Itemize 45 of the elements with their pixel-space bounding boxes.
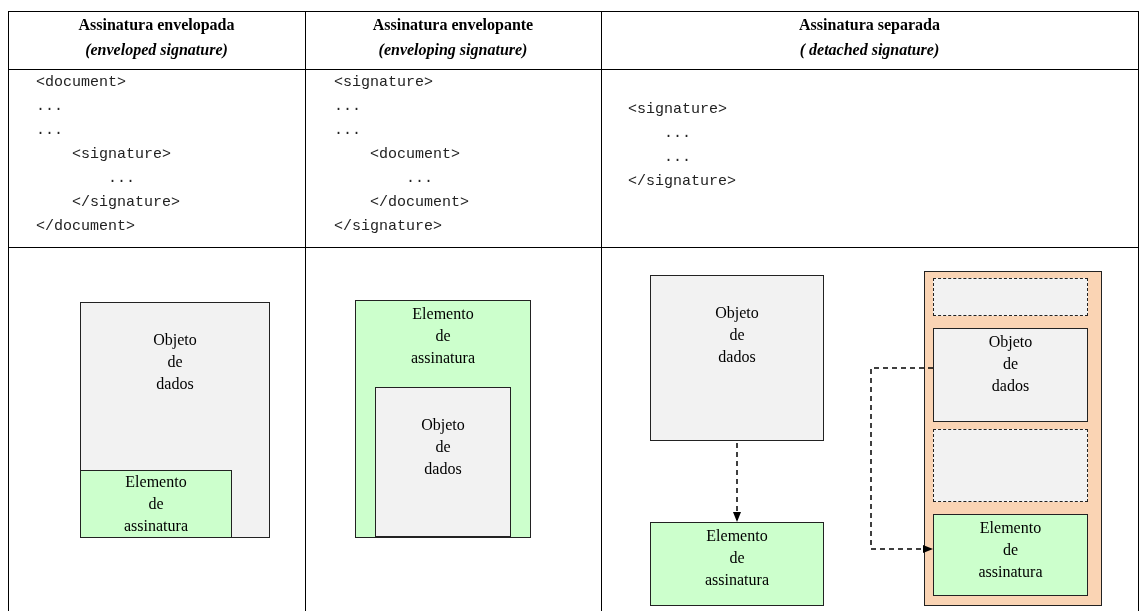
code-line: </document> [36,217,136,237]
node-label: Elemento de assinatura [411,304,475,368]
code-line: ... [664,148,691,168]
code-line: ... [36,97,63,117]
column-heading: Assinatura separada [798,16,941,34]
node-label: Objeto de dados [153,330,197,394]
code-line: ... [334,121,361,141]
node-label: Elemento de assinatura [978,518,1043,582]
data-object-box [933,328,1088,422]
signature-element-box [933,514,1088,596]
column-heading: Assinatura envelopada [77,16,236,34]
code-line: <document> [370,145,460,165]
empty-slot [933,278,1088,316]
signature-container [924,271,1102,606]
node-label: Elemento de assinatura [705,526,769,590]
code-line: ... [406,169,433,189]
code-line: <signature> [628,100,728,120]
node-label: Objeto de dados [715,303,759,367]
signature-element-box [80,470,232,538]
column-heading: Assinatura envelopante [371,16,535,34]
node-label: Objeto de dados [988,332,1033,396]
data-object-box [375,387,511,537]
signature-element-box [650,522,824,606]
code-line: </signature> [628,172,737,192]
code-line: <signature> [72,145,172,165]
column-subheading: ( detached signature) [798,41,941,59]
column-subheading: (enveloped signature) [84,41,229,59]
code-line: </signature> [72,193,181,213]
signature-element-box [355,300,531,538]
data-object-box [80,302,270,538]
code-line: ... [334,97,361,117]
node-label: Objeto de dados [421,415,465,479]
data-object-box [650,275,824,441]
code-line: </signature> [334,217,443,237]
dashed-arrow [733,442,741,523]
code-line: <signature> [334,73,434,93]
empty-slot [933,429,1088,502]
code-line: ... [664,124,691,144]
column-subheading: (enveloping signature) [377,41,529,59]
code-line: </document> [370,193,470,213]
code-line: ... [108,169,135,189]
node-label: Elemento de assinatura [124,472,188,536]
code-line: <document> [36,73,126,93]
dashed-arrow [870,367,934,553]
code-line: ... [36,121,63,141]
